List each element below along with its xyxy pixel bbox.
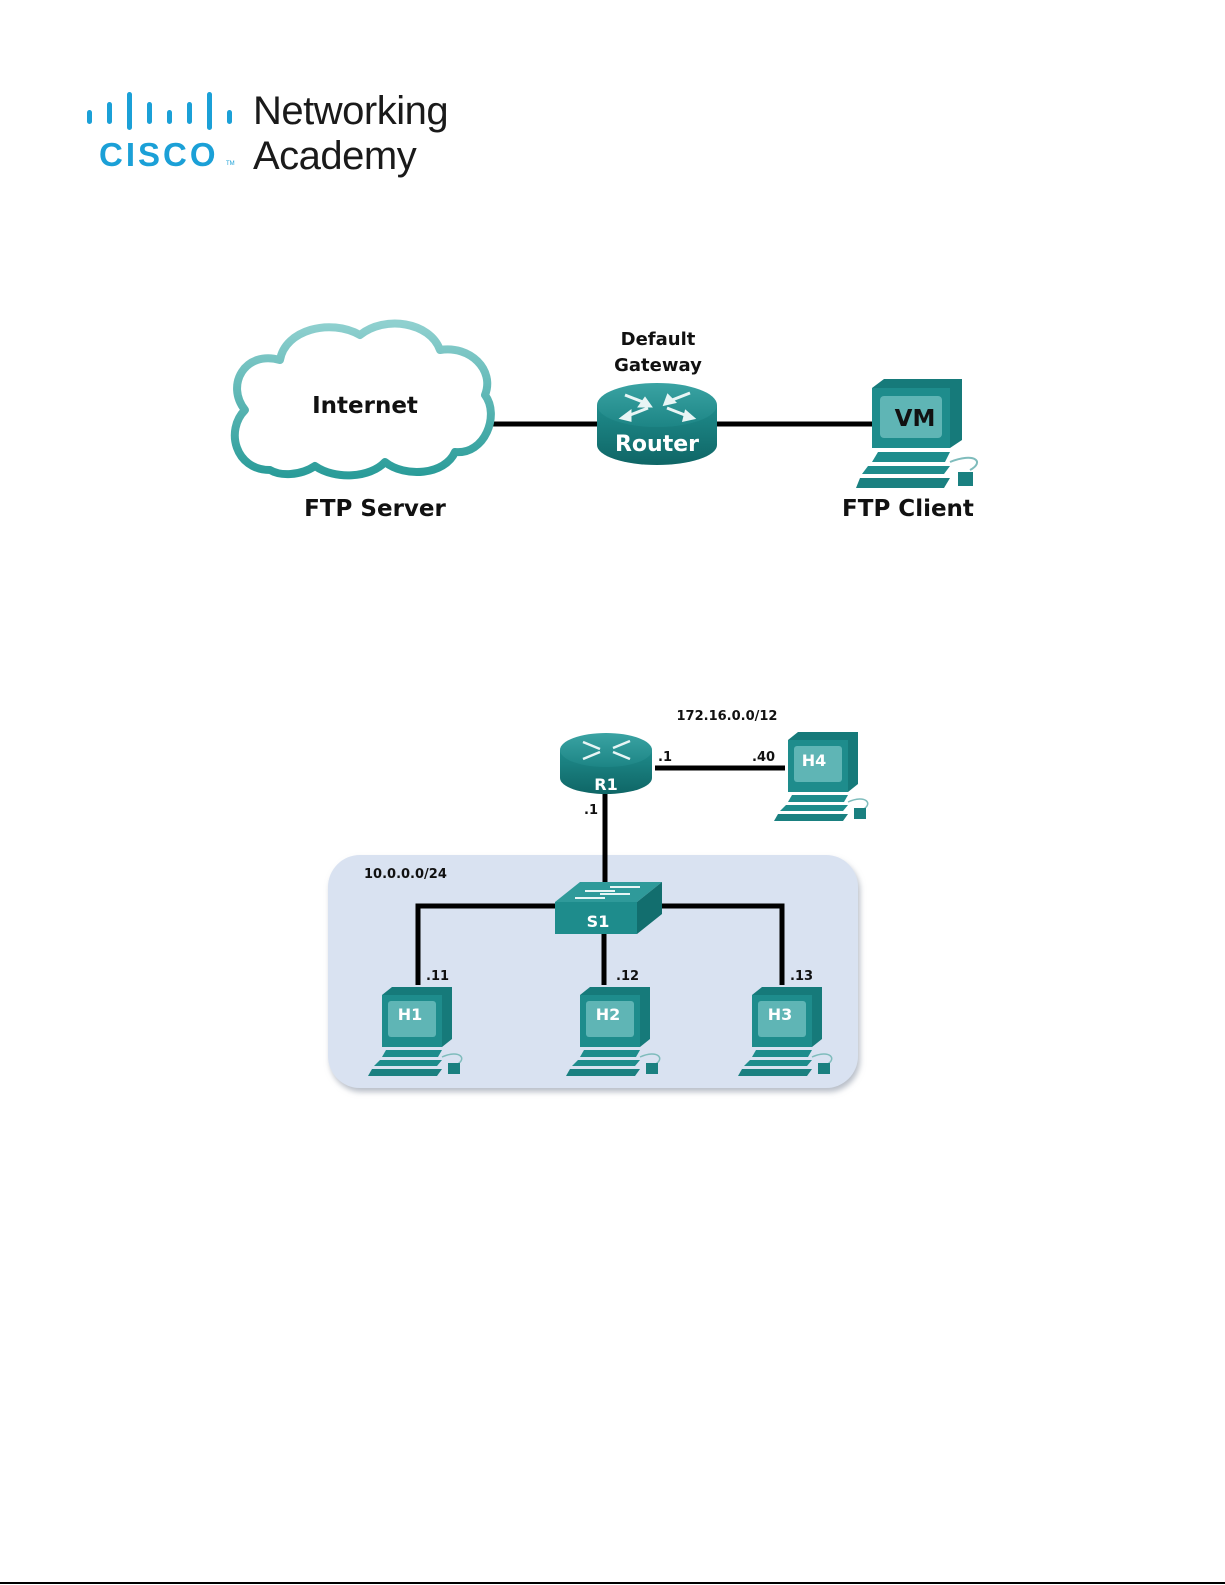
lan-topology-diagram: 172.16.0.0/12 10.0.0.0/24 R1 .1 .1 H4 .4… xyxy=(0,680,1225,1120)
h3-address: .13 xyxy=(790,969,813,984)
vm-label: VM xyxy=(895,406,936,432)
router-label: Router xyxy=(615,432,699,457)
h2-label: H2 xyxy=(596,1005,621,1024)
h1-address: .11 xyxy=(426,969,449,984)
h1-label: H1 xyxy=(398,1005,423,1024)
lan-network-label: 10.0.0.0/24 xyxy=(364,867,447,882)
r1-label: R1 xyxy=(594,775,617,794)
h4-label: H4 xyxy=(802,751,827,770)
ftp-client-pc-icon xyxy=(856,379,977,488)
internet-label: Internet xyxy=(312,393,418,419)
page-bottom-rule xyxy=(0,1582,1225,1584)
h2-address: .12 xyxy=(616,969,639,984)
r1-wan-interface: .1 xyxy=(658,750,672,765)
h3-label: H3 xyxy=(768,1005,793,1024)
r1-lan-interface: .1 xyxy=(584,803,598,818)
ftp-client-caption: FTP Client xyxy=(842,496,974,522)
host-h4-icon xyxy=(774,732,868,821)
wan-network-label: 172.16.0.0/12 xyxy=(677,709,778,724)
default-gateway-caption-line2: Gateway xyxy=(614,355,702,376)
h4-address: .40 xyxy=(752,750,775,765)
ftp-server-caption: FTP Server xyxy=(304,496,446,522)
default-gateway-caption-line1: Default xyxy=(621,329,696,350)
ftp-topology-diagram: Internet FTP Server Default Gateway Rout… xyxy=(0,0,1225,600)
s1-label: S1 xyxy=(587,912,610,931)
